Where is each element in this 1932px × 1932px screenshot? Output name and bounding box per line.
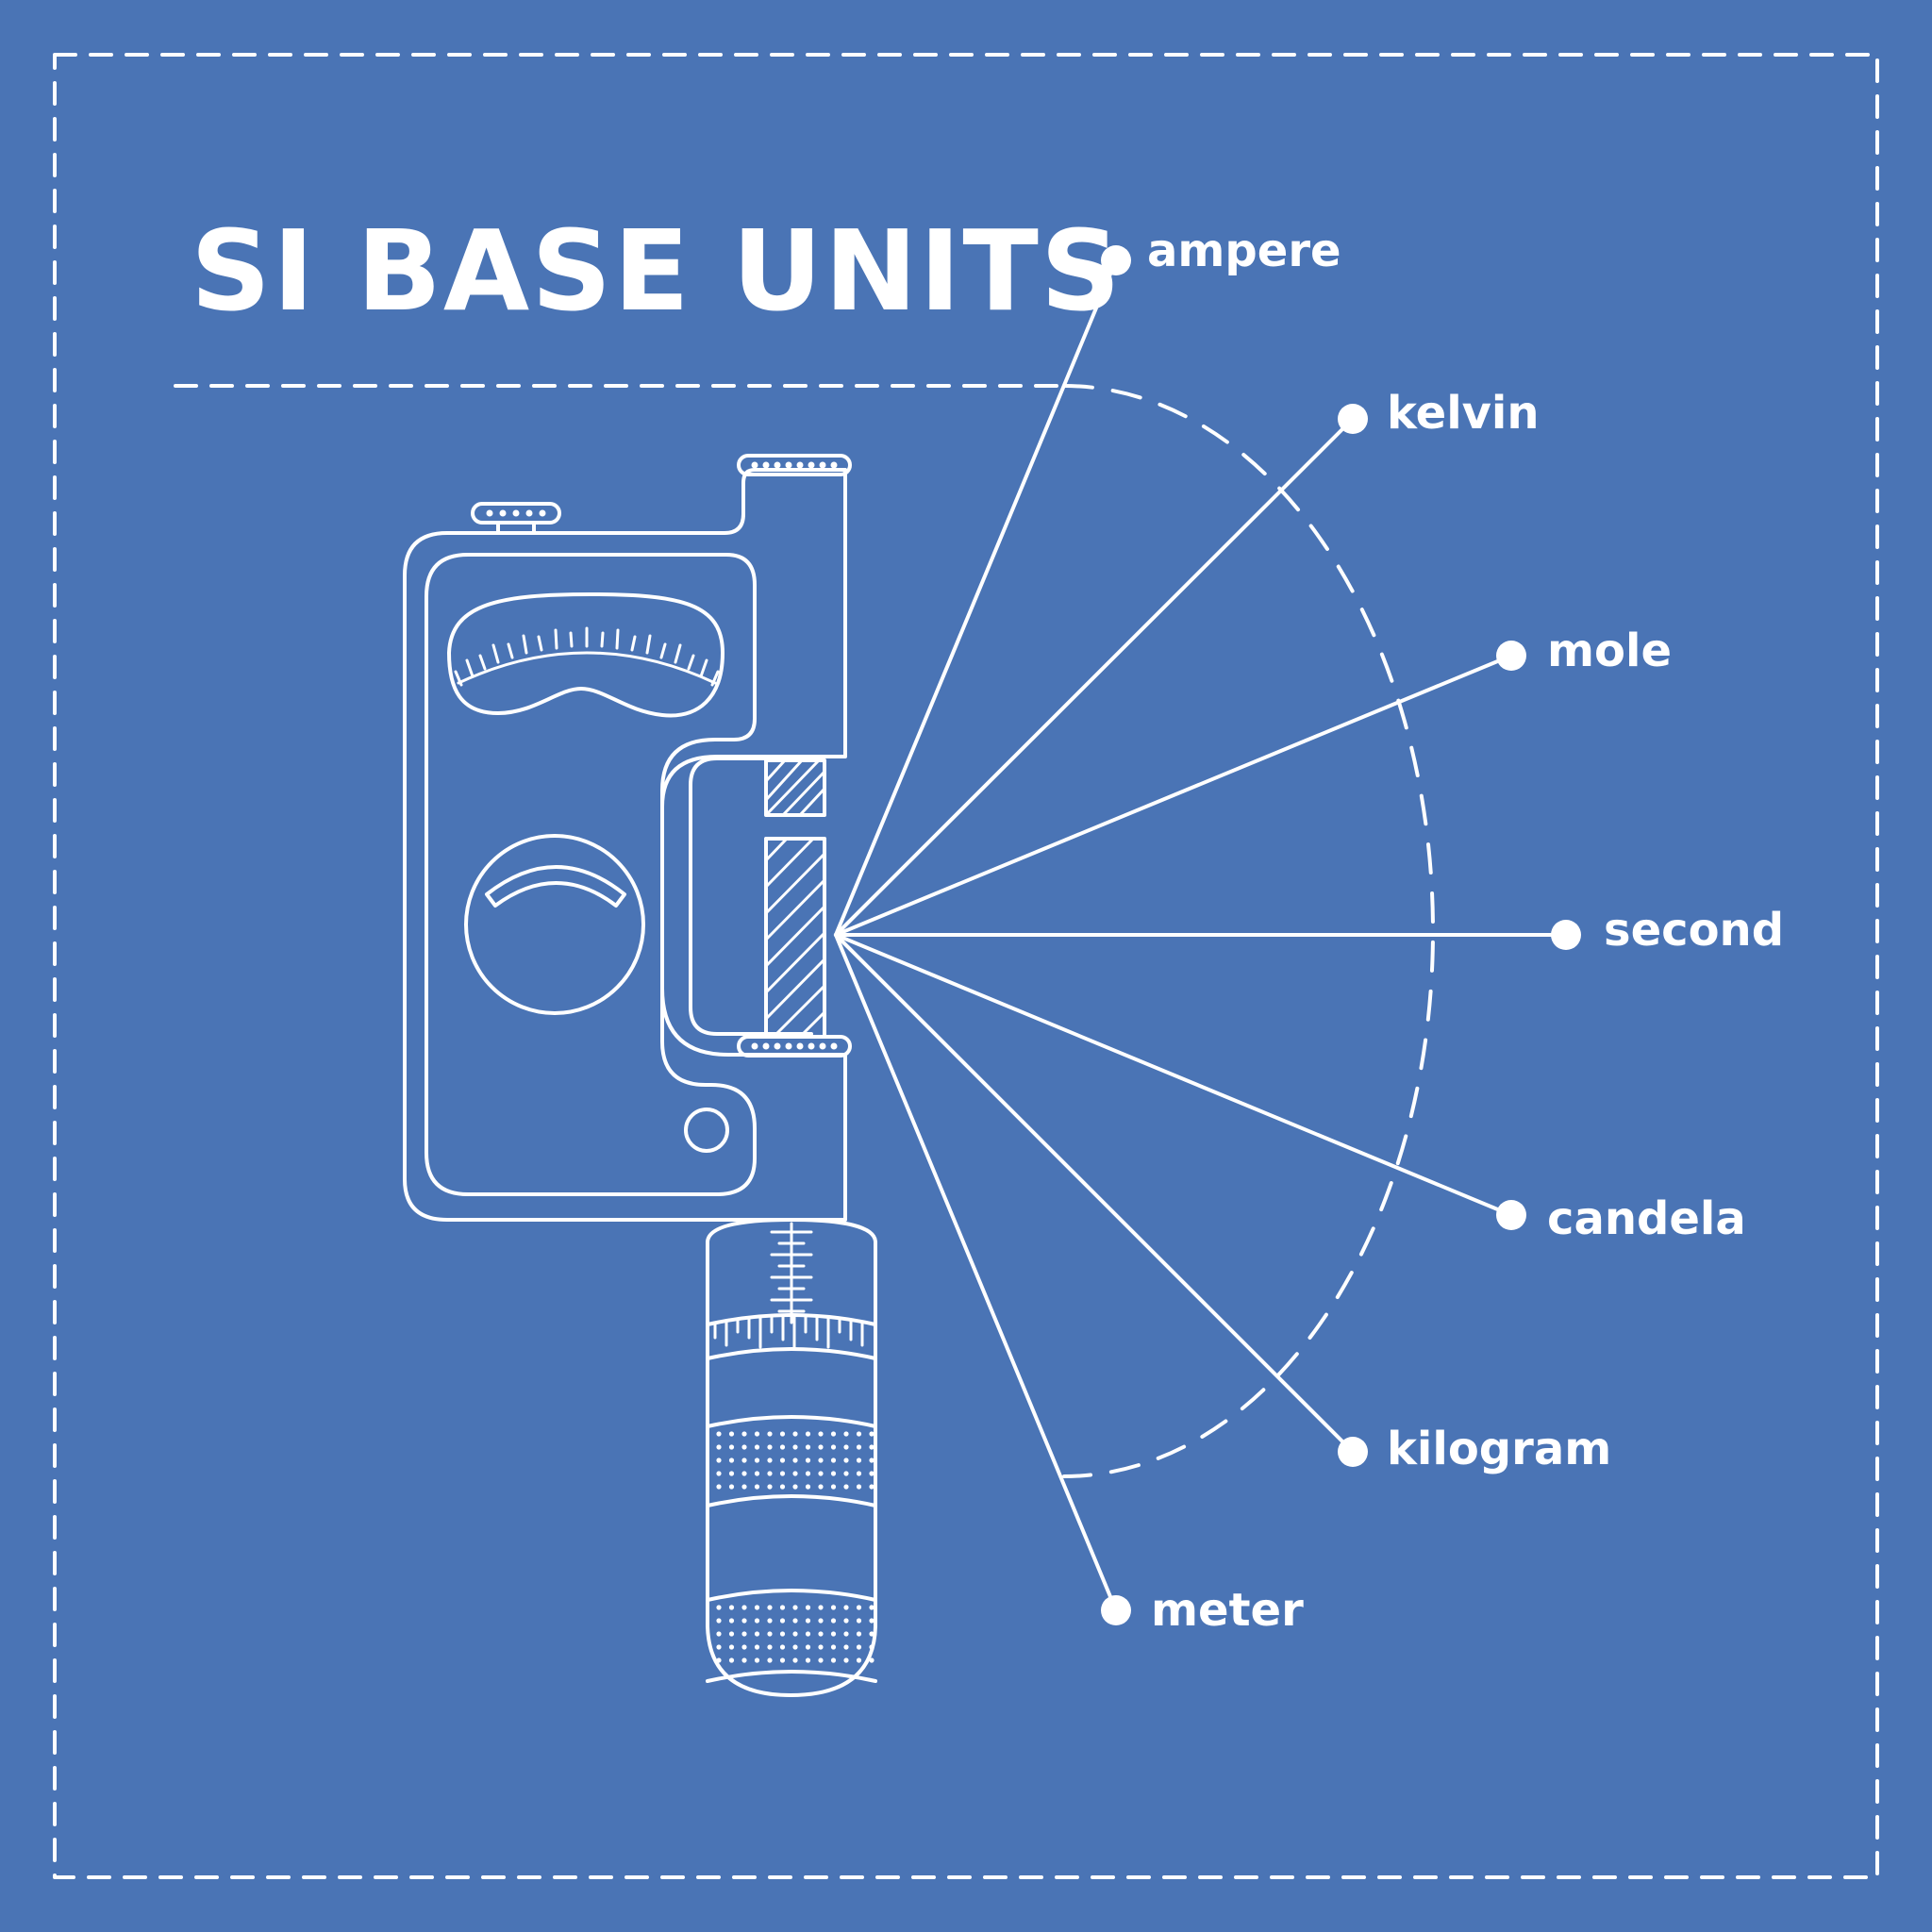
- connector-line-mole: [834, 654, 1513, 937]
- unit-label-mole: mole: [1547, 625, 1672, 677]
- unit-label-ampere: ampere: [1147, 225, 1341, 277]
- endpoint-dot-meter: [1101, 1595, 1131, 1625]
- unit-label-candela: candela: [1547, 1192, 1746, 1245]
- unit-label-second: second: [1604, 904, 1785, 957]
- dashed-arc: [1062, 384, 1435, 1478]
- endpoint-dots: [1101, 245, 1581, 1625]
- connector-lines: [834, 258, 1568, 1612]
- endpoint-dot-ampere: [1101, 245, 1131, 275]
- endpoint-dot-mole: [1496, 641, 1526, 671]
- connector-line-candela: [834, 933, 1513, 1217]
- endpoint-dot-second: [1551, 920, 1581, 950]
- connector-line-meter: [834, 933, 1118, 1612]
- dashed-border: [53, 53, 1879, 1879]
- connector-line-ampere: [834, 258, 1118, 937]
- unit-label-kelvin: kelvin: [1387, 387, 1540, 440]
- unit-label-kilogram: kilogram: [1387, 1423, 1612, 1475]
- page-title: SI BASE UNITS: [191, 206, 1123, 336]
- unit-label-meter: meter: [1151, 1584, 1304, 1637]
- connector-line-kelvin: [834, 417, 1355, 937]
- endpoint-dot-kilogram: [1338, 1437, 1368, 1467]
- connector-line-kilogram: [834, 933, 1355, 1454]
- micrometer-instrument-icon: [403, 454, 877, 1697]
- endpoint-dot-kelvin: [1338, 404, 1368, 434]
- endpoint-dot-candela: [1496, 1200, 1526, 1230]
